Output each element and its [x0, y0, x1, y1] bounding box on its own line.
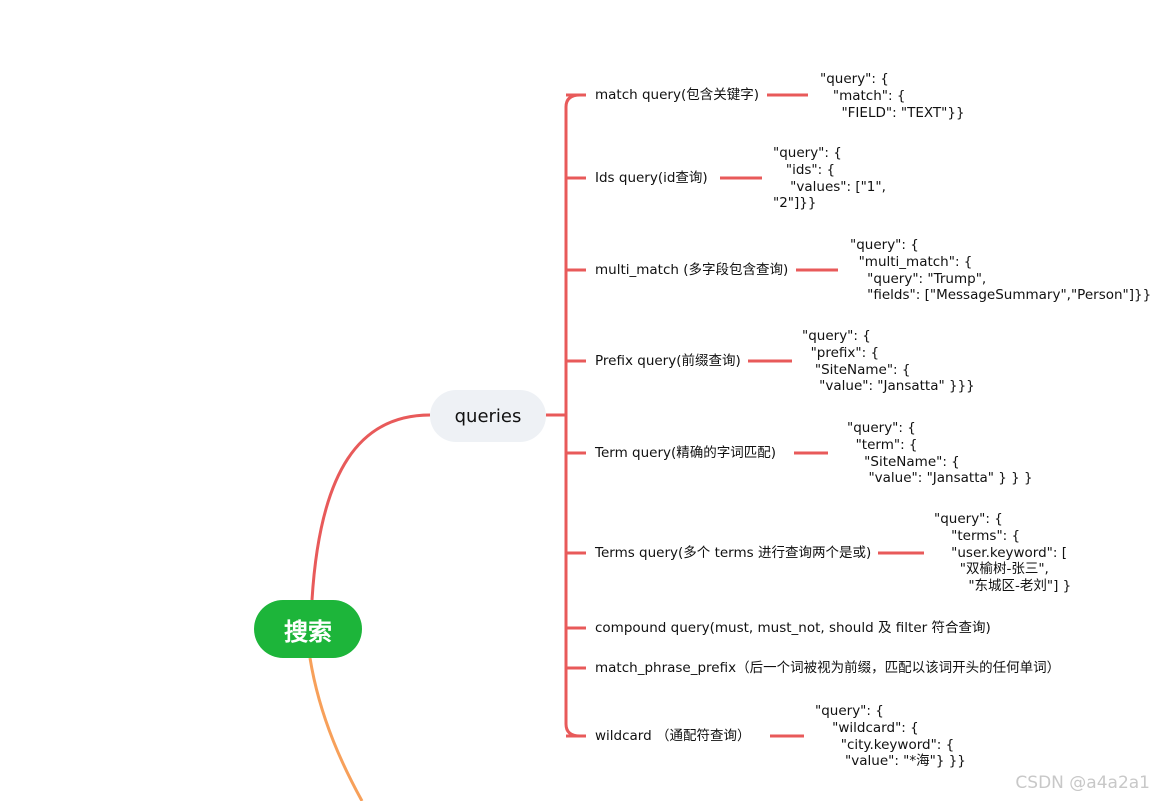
branch-bracket — [564, 93, 924, 738]
root-hub-connector — [310, 413, 431, 601]
branch-prefix-query[interactable]: Prefix query(前缀查询) — [595, 353, 741, 369]
branch-match-phrase-prefix[interactable]: match_phrase_prefix（后一个词被视为前缀，匹配以该词开头的任何… — [595, 660, 1061, 676]
code-prefix-query[interactable]: "query": { "prefix": { "SiteName": { "va… — [802, 328, 975, 395]
code-term-query[interactable]: "query": { "term": { "SiteName": { "valu… — [847, 420, 1033, 487]
queries-node[interactable]: queries — [430, 390, 546, 442]
code-match-query[interactable]: "query": { "match": { "FIELD": "TEXT"}} — [820, 71, 965, 121]
root-node[interactable]: 搜索 — [254, 600, 362, 658]
branch-ids-query[interactable]: Ids query(id查询) — [595, 170, 708, 186]
branch-multi-match[interactable]: multi_match (多字段包含查询) — [595, 262, 789, 278]
branch-match-query[interactable]: match query(包含关键字) — [595, 87, 759, 103]
branch-wildcard[interactable]: wildcard （通配符查询） — [595, 728, 751, 744]
root-label: 搜索 — [284, 617, 332, 646]
branch-terms-query[interactable]: Terms query(多个 terms 进行查询两个是或) — [595, 545, 872, 561]
queries-label: queries — [454, 405, 522, 427]
watermark: CSDN @a4a2a1 — [1015, 773, 1150, 793]
code-multi-match[interactable]: "query": { "multi_match": { "query": "Tr… — [850, 237, 1152, 304]
code-ids-query[interactable]: "query": { "ids": { "values": ["1", "2"]… — [773, 145, 886, 212]
code-terms-query[interactable]: "query": { "terms": { "user.keyword": [ … — [934, 511, 1072, 595]
branch-compound-query[interactable]: compound query(must, must_not, should 及 … — [595, 620, 991, 636]
code-wildcard[interactable]: "query": { "wildcard": { "city.keyword":… — [815, 703, 966, 770]
root-lower-connector — [308, 657, 364, 801]
bracket-spine — [564, 93, 581, 738]
branch-term-query[interactable]: Term query(精确的字词匹配) — [595, 445, 777, 461]
